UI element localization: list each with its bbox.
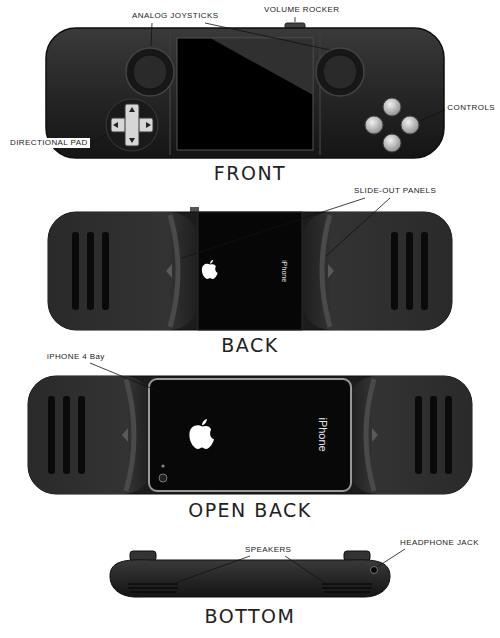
top-button xyxy=(190,207,199,212)
grille-line xyxy=(322,583,372,585)
vent-slot xyxy=(406,232,413,310)
part-label: HEADPHONE JACK xyxy=(398,538,481,548)
body-seam xyxy=(169,31,171,155)
slide-panel xyxy=(48,212,198,330)
brand-text: iPhone xyxy=(280,258,288,284)
controller-body xyxy=(46,28,444,158)
vent-slot xyxy=(48,396,55,474)
speaker-grille xyxy=(128,584,372,592)
leader-line xyxy=(90,363,160,392)
vent-slot xyxy=(415,396,422,474)
vent-slot xyxy=(430,396,437,474)
dpad-arrow xyxy=(129,107,135,112)
dpad-arm xyxy=(125,104,139,146)
grille-line xyxy=(128,587,178,589)
apple-logo xyxy=(189,419,214,449)
slide-arrow xyxy=(122,428,128,442)
leader-line xyxy=(326,198,390,256)
slide-panel xyxy=(302,212,452,330)
analog-joystick xyxy=(316,48,364,96)
open-back-view xyxy=(28,376,472,494)
grille-line xyxy=(322,587,372,589)
leader-line xyxy=(92,134,107,143)
slide-arrow xyxy=(166,264,172,278)
part-label: VOLUME ROCKER xyxy=(262,5,341,15)
leader-line xyxy=(420,109,447,121)
part-label: SLIDE-OUT PANELS xyxy=(352,186,438,196)
part-label: DIRECTIONAL PAD xyxy=(8,138,90,148)
slide-panel xyxy=(28,376,152,494)
body-seam xyxy=(319,31,321,155)
leader-line xyxy=(377,549,405,567)
joystick-cap xyxy=(323,55,357,89)
vent-slot xyxy=(421,232,428,310)
action-button xyxy=(401,116,419,134)
camera-lens xyxy=(159,474,167,482)
screen-reflection xyxy=(210,38,313,95)
camera-flash xyxy=(161,464,164,467)
screen xyxy=(177,38,313,150)
vent-slot xyxy=(87,232,94,310)
leader-line xyxy=(205,23,330,50)
part-label: iPHONE 4 Bay xyxy=(45,352,107,362)
front-view xyxy=(46,23,444,158)
view-caption: OPEN BACK xyxy=(186,499,314,522)
brand-text: iPhone xyxy=(315,416,328,454)
leader-line xyxy=(295,17,296,22)
slide-arrow xyxy=(372,428,378,442)
vent-slot xyxy=(391,232,398,310)
iphone-back xyxy=(149,379,351,491)
part-label: SPEAKERS xyxy=(243,545,293,555)
grille-line xyxy=(130,591,176,593)
grille-line xyxy=(324,591,370,593)
joystick-cap xyxy=(133,55,167,89)
dpad-arrow xyxy=(113,122,118,128)
vent-slot xyxy=(72,232,79,310)
controller-body xyxy=(110,560,390,597)
grille-line xyxy=(128,583,178,585)
view-caption: BACK xyxy=(219,334,280,357)
leader-line xyxy=(182,198,365,258)
back-view xyxy=(48,207,452,330)
controller-body xyxy=(28,376,472,494)
vent-slot xyxy=(63,396,70,474)
part-label: CONTROLS xyxy=(445,103,497,113)
leader-lines xyxy=(90,17,447,583)
leader-line xyxy=(151,23,152,46)
dpad-center xyxy=(126,119,138,131)
action-button xyxy=(365,116,383,134)
slide-panel xyxy=(348,376,472,494)
bottom-view xyxy=(110,551,390,597)
apple-logo xyxy=(202,260,218,279)
leader-line xyxy=(175,556,250,583)
part-label: ANALOG JOYSTICKS xyxy=(130,11,220,21)
phone-window xyxy=(198,212,302,330)
dpad-well xyxy=(106,99,158,151)
slide-arrow xyxy=(328,264,334,278)
vent-slot xyxy=(102,232,109,310)
dpad-arm xyxy=(111,118,153,132)
dpad-arrow xyxy=(146,122,151,128)
action-button xyxy=(383,98,401,116)
dpad-arrow xyxy=(129,138,135,143)
analog-joystick xyxy=(126,48,174,96)
view-caption: BOTTOM xyxy=(203,605,298,628)
controller-body xyxy=(48,212,452,330)
vent-slot xyxy=(445,396,452,474)
vent-slot xyxy=(78,396,85,474)
leader-line xyxy=(285,556,325,583)
view-caption: FRONT xyxy=(212,162,288,185)
action-button xyxy=(383,134,401,152)
headphone-jack xyxy=(371,567,378,574)
